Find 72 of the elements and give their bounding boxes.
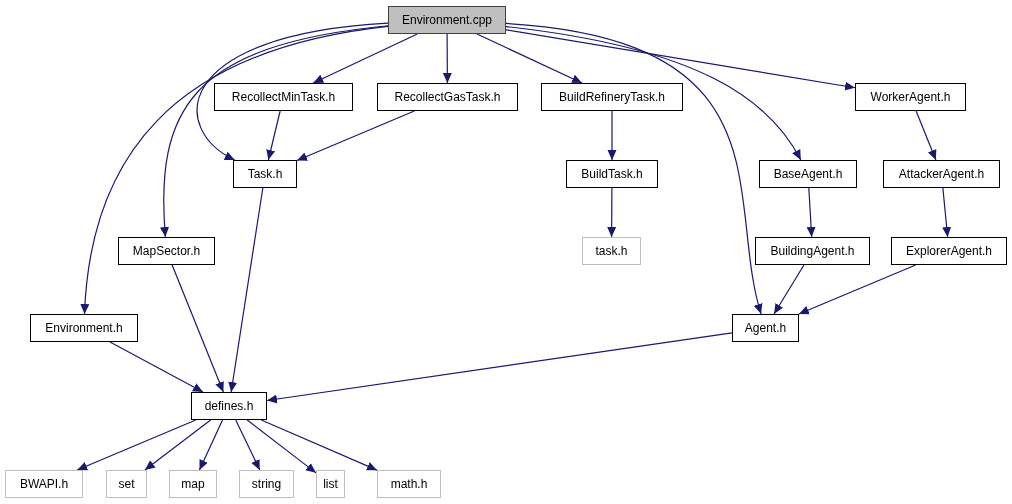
header-file-box [214,83,353,111]
header-file-box [30,314,138,342]
file-name: defines.h [204,399,254,413]
include-arrow [942,187,952,238]
file-name: BuildRefineryTask.h [558,90,666,104]
include-arrow [915,110,937,161]
source-file-box [388,6,506,34]
file-name: RecollectGasTask.h [394,90,501,104]
header-file-box [566,160,658,188]
include-arrow [296,110,415,162]
header-file-box [855,83,966,111]
file-name: BWAPI.h [19,477,69,491]
external-header-box [582,237,641,265]
file-name: Task.h [247,167,283,181]
include-arrow [505,29,856,91]
include-arrow [266,110,281,161]
header-file-box [233,160,297,188]
include-arrow [160,25,389,238]
include-arrow [196,22,389,161]
include-arrow [198,419,224,471]
header-file-box [732,314,799,342]
include-arrow [806,187,816,238]
file-name: list [323,477,338,491]
file-name: RecollectMinTask.h [231,90,336,104]
file-name: string [251,477,282,491]
file-name: AttackerAgent.h [898,167,985,181]
file-name: BuildTask.h [581,167,643,181]
file-name: Agent.h [744,321,787,335]
include-arrow [442,33,452,84]
file-name: MapSector.h [132,244,201,258]
external-header-box [377,470,441,498]
file-name: task.h [595,244,628,258]
include-arrow [607,110,617,161]
include-arrow [607,187,617,238]
file-name: map [181,477,205,491]
external-header-box [239,470,294,498]
external-header-box [316,470,345,498]
header-file-box [541,83,683,111]
header-file-box [191,392,267,420]
file-name: BuildingAgent.h [770,244,855,258]
file-name: Environment.cpp [401,13,492,27]
header-file-box [759,160,857,188]
include-arrow [171,264,224,393]
include-arrow [312,33,418,84]
include-arrow [144,419,212,471]
external-header-box [106,470,147,498]
header-file-box [755,237,870,265]
include-arrow [266,332,733,404]
include-arrow [505,22,764,315]
include-arrow [76,419,197,471]
file-name: ExplorerAgent.h [905,244,993,258]
external-header-box [169,470,217,498]
external-header-box [5,470,83,498]
file-name: math.h [390,477,428,491]
include-arrow [228,187,264,393]
header-file-box [377,83,518,111]
include-arrow [798,264,917,315]
include-arrow [109,341,204,393]
include-arrow [80,25,389,315]
file-name: Environment.h [45,321,123,335]
include-arrow [505,25,802,161]
include-arrow [235,419,261,471]
include-arrow [246,419,317,474]
header-file-box [883,160,1000,188]
file-name: WorkerAgent.h [870,90,951,104]
header-file-box [891,237,1007,265]
include-arrow [476,33,583,84]
file-name: BaseAgent.h [773,167,843,181]
file-name: set [118,477,135,491]
include-arrow [773,264,805,315]
header-file-box [118,237,215,265]
include-arrow [260,419,378,471]
